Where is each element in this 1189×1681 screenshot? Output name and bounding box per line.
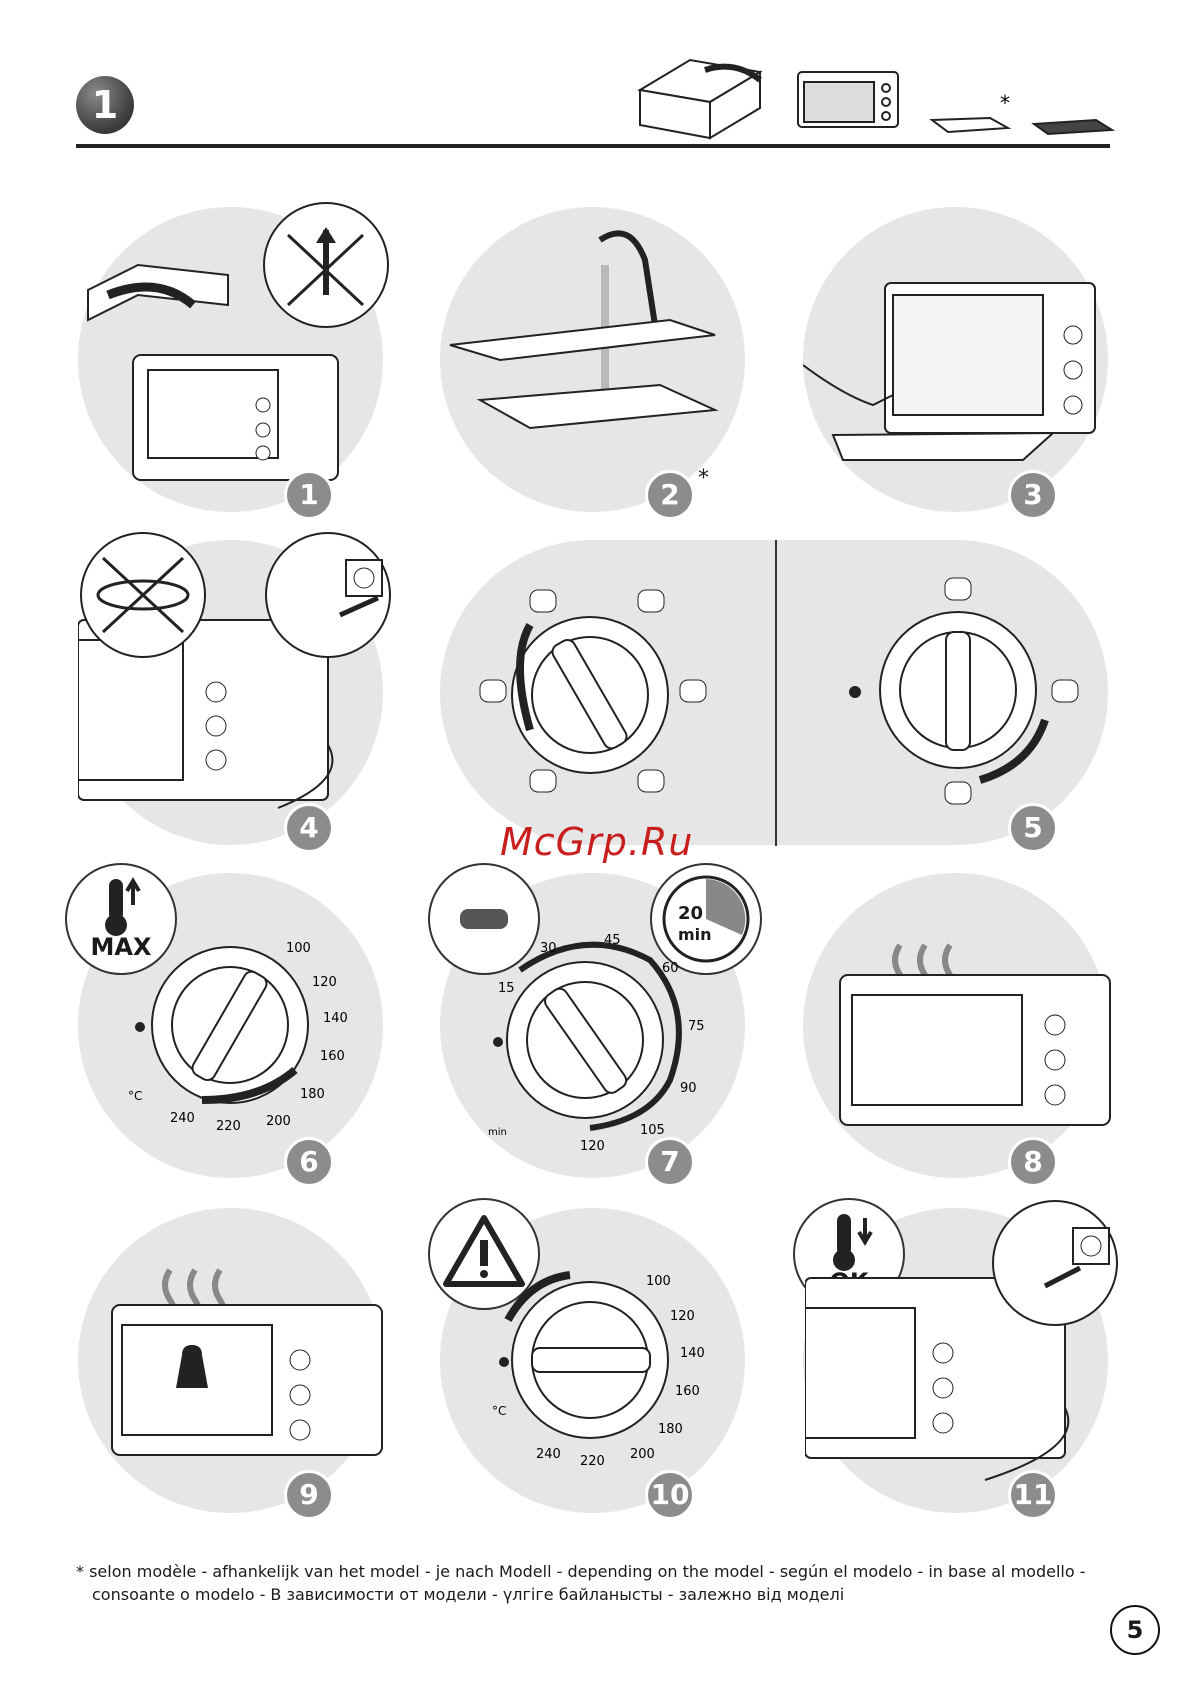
warning-icon <box>443 1215 525 1287</box>
svg-text:140: 140 <box>680 1346 705 1361</box>
header-rule <box>76 144 1110 148</box>
step-7-timer-badge: 20 min <box>650 863 762 975</box>
step-7-scale: 15 30 45 60 75 90 105 120 <box>498 933 705 1154</box>
step-3-clean-illustration <box>803 282 1096 461</box>
step-10-temperature-dial: 100 120 140 160 180 200 220 240 °C <box>492 1271 705 1469</box>
svg-text:220: 220 <box>216 1119 241 1134</box>
step-4-cord-illustration <box>78 532 391 809</box>
package-contents-illustration: * <box>637 58 1116 140</box>
oven-icon <box>797 71 899 128</box>
svg-text:120: 120 <box>670 1309 695 1324</box>
svg-text:60: 60 <box>662 961 679 976</box>
svg-text:160: 160 <box>320 1049 345 1064</box>
step-2-number: 2 <box>645 470 695 520</box>
wire-rack-icon <box>1031 118 1116 136</box>
step-7-heating-light-badge <box>428 863 540 975</box>
step-10-warning-badge <box>428 1198 540 1310</box>
thermometer-down-icon <box>833 1214 873 1271</box>
svg-text:100: 100 <box>286 941 311 956</box>
svg-text:160: 160 <box>675 1384 700 1399</box>
footnote-line-1: * selon modèle - afhankelijk van het mod… <box>76 1562 1086 1581</box>
watermark: McGrp.Ru <box>500 820 694 864</box>
svg-text:180: 180 <box>658 1422 683 1437</box>
step-6-number: 6 <box>284 1137 334 1187</box>
step-9-bell-illustration <box>111 1268 383 1456</box>
svg-text:90: 90 <box>680 1081 697 1096</box>
svg-text:180: 180 <box>300 1087 325 1102</box>
thermometer-up-icon <box>105 877 141 936</box>
timer-dial-unit: min <box>488 1127 507 1138</box>
svg-text:45: 45 <box>604 933 621 948</box>
baking-tray-icon <box>929 116 1012 134</box>
svg-text:220: 220 <box>580 1454 605 1469</box>
step-2-wash-illustration <box>449 230 719 430</box>
step-10-scale: 100 120 140 160 180 200 220 240 <box>536 1274 705 1469</box>
svg-text:105: 105 <box>640 1123 665 1138</box>
timer-value: 20 <box>678 903 704 924</box>
celsius-unit: °C <box>128 1089 142 1103</box>
svg-text:140: 140 <box>323 1011 348 1026</box>
step-8-preheat-illustration <box>839 943 1111 1126</box>
step-5-divider <box>775 540 777 846</box>
step-8-number: 8 <box>1008 1137 1058 1187</box>
step-7-number: 7 <box>645 1137 695 1187</box>
page-number: 5 <box>1110 1605 1160 1655</box>
step-6-temperature-dial: 100 120 140 160 180 200 220 240 °C <box>128 941 348 1134</box>
step-3-number: 3 <box>1008 470 1058 520</box>
step-10-number: 10 <box>645 1470 695 1520</box>
step-11-number: 11 <box>1008 1470 1058 1520</box>
footnote-line-2: consoante o modelo - В зависимости от мо… <box>92 1585 845 1604</box>
step-5-number: 5 <box>1008 803 1058 853</box>
header-asterisk: * <box>1000 91 1010 115</box>
box-icon <box>637 58 763 140</box>
step-7-timer-dial: 15 30 45 60 75 90 105 120 min <box>488 933 705 1154</box>
bell-icon <box>176 1345 208 1388</box>
footnote: * selon modèle - afhankelijk van het mod… <box>76 1560 1126 1606</box>
svg-text:15: 15 <box>498 981 515 996</box>
step-2-panel <box>440 207 745 512</box>
step-5-mode-dial-left <box>479 589 707 793</box>
svg-text:120: 120 <box>580 1139 605 1154</box>
svg-text:240: 240 <box>536 1447 561 1462</box>
step-10-celsius-unit: °C <box>492 1404 506 1418</box>
indicator-light-icon <box>460 909 508 929</box>
svg-text:120: 120 <box>312 975 337 990</box>
max-label: MAX <box>90 933 152 961</box>
svg-text:200: 200 <box>630 1447 655 1462</box>
clock-icon <box>662 875 750 963</box>
step-4-number: 4 <box>284 803 334 853</box>
svg-text:30: 30 <box>540 941 557 956</box>
step-1-number: 1 <box>284 470 334 520</box>
timer-unit: min <box>678 925 712 944</box>
svg-text:200: 200 <box>266 1114 291 1129</box>
step-11-unplug-illustration <box>805 1200 1118 1481</box>
step-6-scale: 100 120 140 160 180 200 220 240 <box>170 941 348 1134</box>
step-6-max-badge: MAX <box>65 863 177 975</box>
step-9-number: 9 <box>284 1470 334 1520</box>
svg-text:240: 240 <box>170 1111 195 1126</box>
svg-text:100: 100 <box>646 1274 671 1289</box>
step-1-unpack-illustration <box>87 202 389 481</box>
section-number-badge: 1 <box>76 76 134 134</box>
step-2-asterisk: * <box>698 466 709 491</box>
svg-text:75: 75 <box>688 1019 705 1034</box>
step-5-mode-dial-right <box>849 577 1079 805</box>
